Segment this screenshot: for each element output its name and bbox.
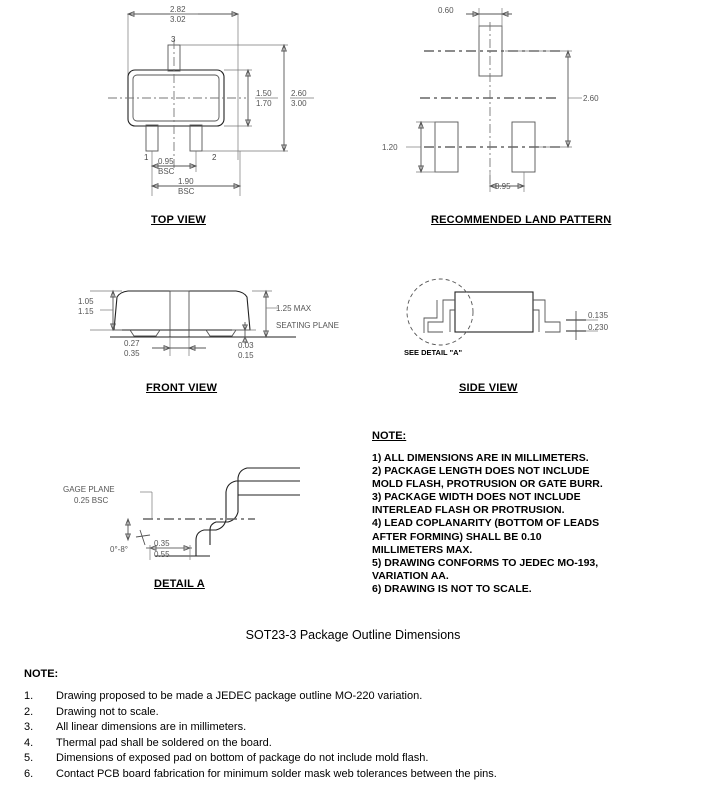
dim-detail-lead-len-max: 0.55 — [154, 550, 170, 559]
view-label-detail-a: DETAIL A — [154, 578, 205, 590]
bottom-note-item: 4. Thermal pad shall be soldered on the … — [24, 736, 684, 752]
view-label-front-view: FRONT VIEW — [146, 382, 218, 394]
drawing-note-lines: 1) ALL DIMENSIONS ARE IN MILLIMETERS. 2)… — [372, 452, 672, 596]
bottom-note-text: Thermal pad shall be soldered on the boa… — [56, 736, 272, 749]
drawing-note-line: 4) LEAD COPLANARITY (BOTTOM OF LEADS — [372, 517, 600, 530]
bottom-note-text: Drawing not to scale. — [56, 705, 159, 718]
drawing-note-line: MILLIMETERS MAX. — [372, 543, 473, 556]
dim-front-lead-w-min: 0.27 — [124, 339, 140, 348]
dim-top-width-min: 2.82 — [170, 5, 186, 14]
bottom-note-block: NOTE: 1. Drawing proposed to be made a J… — [24, 668, 684, 783]
dim-body-height-max: 1.70 — [256, 99, 272, 108]
bottom-note-text: Dimensions of exposed pad on bottom of p… — [56, 752, 429, 765]
drawing-note-line: 2) PACKAGE LENGTH DOES NOT INCLUDE — [372, 465, 590, 478]
dim-pitch: 0.95 — [158, 157, 174, 166]
dim-span-note: BSC — [178, 187, 195, 196]
dim-side-lead-thick-max: 0.230 — [588, 323, 609, 332]
bottom-note-heading: NOTE: — [24, 668, 59, 680]
dim-span: 1.90 — [178, 177, 194, 186]
label-gage-plane: GAGE PLANE — [63, 485, 115, 494]
dim-overall-height-min: 2.60 — [291, 89, 307, 98]
bottom-note-number: 5. — [24, 752, 34, 765]
bottom-note-number: 4. — [24, 736, 34, 749]
drawing-note-line: 5) DRAWING CONFORMS TO JEDEC MO-193, — [372, 556, 599, 569]
detail-a-drawing: GAGE PLANE 0.25 BSC 0°-8° 0.35 0.55 — [63, 467, 300, 560]
dim-front-standoff-max: 0.15 — [238, 351, 254, 360]
drawing-note-line: VARIATION AA. — [372, 569, 449, 582]
view-label-side-view: SIDE VIEW — [459, 382, 518, 394]
dim-front-body-h-max: 1.15 — [78, 307, 94, 316]
bottom-note-number: 2. — [24, 705, 34, 718]
dim-land-pitch: 0.95 — [495, 182, 511, 191]
dim-body-height-min: 1.50 — [256, 89, 272, 98]
drawing-note-line: MOLD FLASH, PROTRUSION OR GATE BURR. — [372, 478, 603, 491]
bottom-note-text: Contact PCB board fabrication for minimu… — [56, 767, 497, 780]
dim-land-pad-height: 1.20 — [382, 143, 398, 152]
drawing-note-line: 6) DRAWING IS NOT TO SCALE. — [372, 582, 532, 595]
bottom-note-item: 5. Dimensions of exposed pad on bottom o… — [24, 751, 684, 767]
side-view-drawing: 0.135 0.230 SEE DETAIL "A" — [404, 278, 609, 357]
dim-detail-lead-len-min: 0.35 — [154, 539, 170, 548]
dim-overall-height-max: 3.00 — [291, 99, 307, 108]
dim-front-body-h-min: 1.05 — [78, 297, 94, 306]
dim-pitch-note: BSC — [158, 167, 175, 176]
bottom-note-number: 6. — [24, 767, 34, 780]
pin-label-3: 3 — [171, 35, 176, 44]
land-pattern-drawing: 0.60 2.60 1.20 0.95 — [382, 6, 599, 192]
pin-label-2: 2 — [212, 153, 217, 162]
bottom-note-text: Drawing proposed to be made a JEDEC pack… — [56, 690, 423, 702]
drawing-note-line: AFTER FORMING) SHALL BE 0.10 — [372, 530, 542, 543]
dim-land-pad-width: 0.60 — [438, 6, 454, 15]
drawing-note-line: INTERLEAD FLASH OR PROTRUSION. — [372, 504, 565, 517]
dim-front-overall-height: 1.25 MAX — [276, 304, 312, 313]
dim-top-width-max: 3.02 — [170, 15, 186, 24]
view-label-land-pattern: RECOMMENDED LAND PATTERN — [431, 214, 612, 226]
dim-front-lead-w-max: 0.35 — [124, 349, 140, 358]
label-seating-plane: SEATING PLANE — [276, 321, 339, 330]
drawing-note-block: NOTE: 1) ALL DIMENSIONS ARE IN MILLIMETE… — [372, 430, 672, 596]
dim-gage-plane-value: 0.25 BSC — [74, 496, 108, 505]
bottom-note-item: 2. Drawing not to scale. — [24, 705, 684, 721]
bottom-note-item: 6. Contact PCB board fabrication for min… — [24, 767, 684, 783]
dim-side-lead-thick-min: 0.135 — [588, 311, 609, 320]
dim-detail-angle: 0°-8° — [110, 545, 128, 554]
front-view-drawing: 1.05 1.15 1.25 MAX SEATING PLANE 0.27 0.… — [78, 289, 339, 360]
drawing-note-line: 1) ALL DIMENSIONS ARE IN MILLIMETERS. — [372, 452, 589, 464]
bottom-note-text: All linear dimensions are in millimeters… — [56, 721, 247, 734]
bottom-note-number: 1. — [24, 690, 34, 702]
dim-front-standoff-min: 0.03 — [238, 341, 254, 350]
figure-caption: SOT23-3 Package Outline Dimensions — [245, 628, 461, 642]
bottom-note-number: 3. — [24, 721, 34, 734]
bottom-note-item: 3. All linear dimensions are in millimet… — [24, 720, 684, 736]
dim-land-overall-height: 2.60 — [583, 94, 599, 103]
label-see-detail-a: SEE DETAIL "A" — [404, 348, 463, 357]
bottom-note-item: 1. Drawing proposed to be made a JEDEC p… — [24, 689, 684, 705]
top-view-drawing: 2.82 3.02 1.50 1.70 2.60 3.00 0.95 BSC 1… — [108, 5, 314, 196]
drawing-note-line: 3) PACKAGE WIDTH DOES NOT INCLUDE — [372, 491, 581, 504]
package-outline-drawing: 2.82 3.02 1.50 1.70 2.60 3.00 0.95 BSC 1… — [63, 5, 609, 560]
view-label-top-view: TOP VIEW — [151, 214, 206, 226]
pin-label-1: 1 — [144, 153, 149, 162]
drawing-note-heading: NOTE: — [372, 430, 407, 442]
